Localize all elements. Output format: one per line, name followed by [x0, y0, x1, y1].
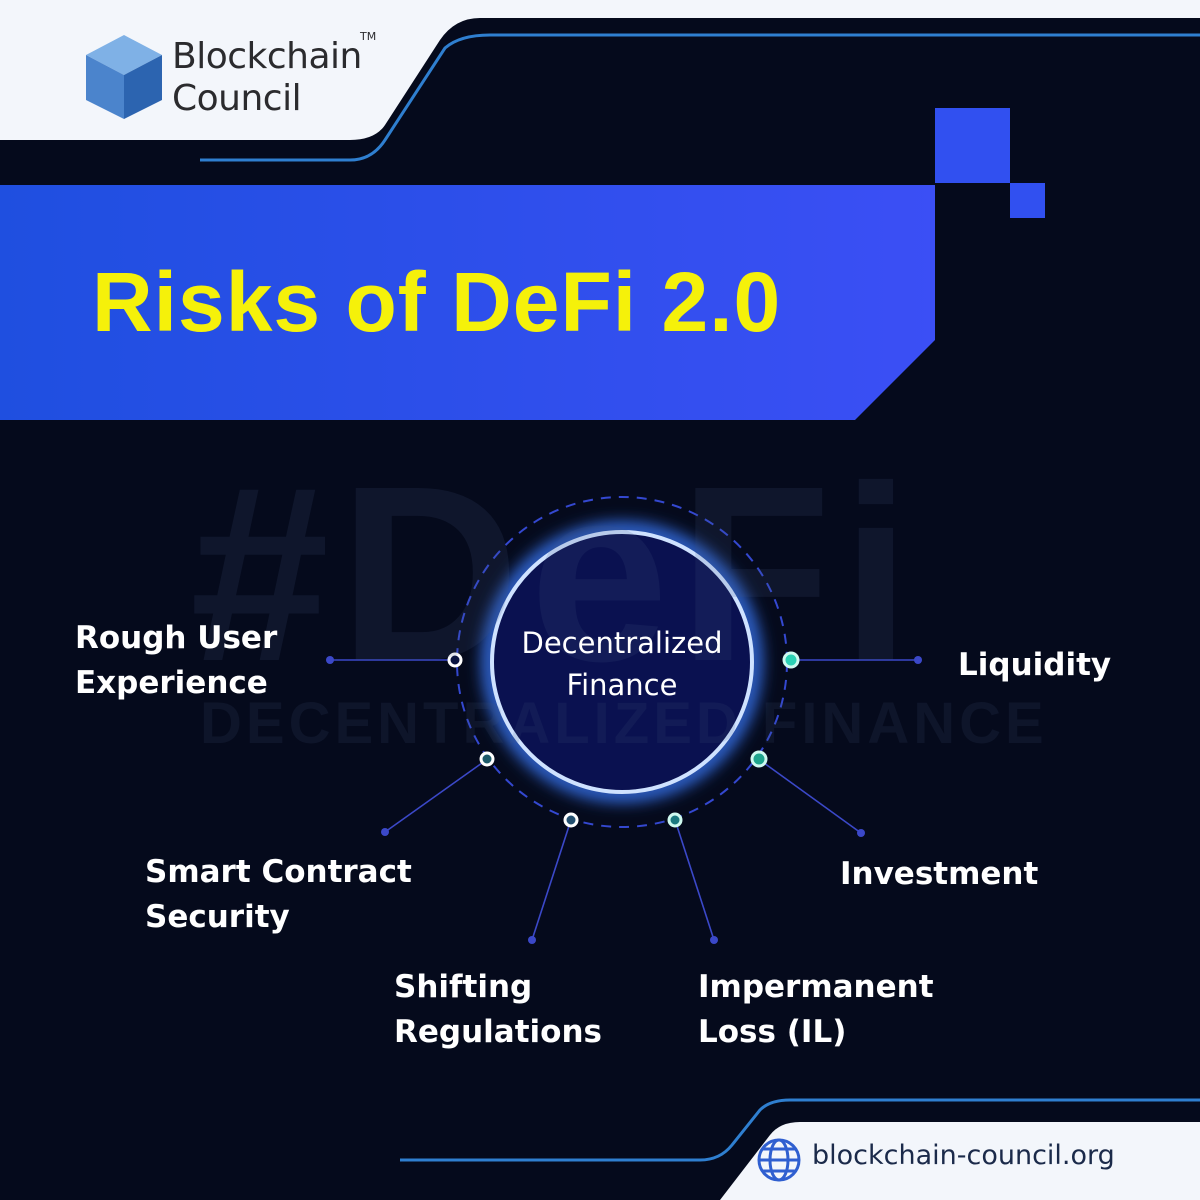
node — [447, 652, 463, 668]
connector-investment — [763, 762, 862, 834]
pixel-square-large — [935, 108, 1010, 183]
connector-smart-contract — [384, 762, 483, 833]
risk-investment: Investment — [840, 852, 1038, 897]
watermark-subtitle: DECENTRALIZED FINANCE — [200, 691, 1048, 756]
endpoint-dot — [710, 936, 718, 944]
footer-accent-line — [400, 1098, 1200, 1162]
header-accent-line — [200, 33, 1200, 162]
risk-line: Impermanent — [698, 969, 934, 1005]
watermark-hashtag: #DeFi — [190, 434, 921, 713]
endpoint-dot — [914, 656, 922, 664]
center-label: Decentralized Finance — [492, 622, 752, 706]
endpoint-dot — [326, 656, 334, 664]
endpoint-dot — [381, 828, 389, 836]
risk-line: Liquidity — [958, 647, 1112, 683]
node — [667, 812, 683, 828]
title-banner — [0, 185, 935, 420]
website-link[interactable]: blockchain-council.org — [812, 1140, 1115, 1171]
risk-liquidity: Liquidity — [958, 643, 1111, 688]
risk-line: Security — [145, 899, 290, 935]
risk-line: Investment — [840, 856, 1039, 892]
pixel-square-small — [1010, 183, 1045, 218]
trademark: TM — [360, 30, 377, 43]
logo-cube-icon — [86, 35, 162, 119]
footer-panel — [720, 1122, 1200, 1200]
risk-line: Shifting — [394, 969, 533, 1005]
connector-lines — [330, 659, 918, 941]
header-panel — [0, 0, 1200, 140]
center-line2: Finance — [566, 668, 678, 702]
brand-name: Blockchain Council — [172, 36, 362, 120]
endpoint-dot — [857, 829, 865, 837]
risk-line: Regulations — [394, 1014, 602, 1050]
page-title: Risks of DeFi 2.0 — [92, 255, 782, 349]
node — [782, 651, 800, 669]
node — [479, 751, 495, 767]
risk-line: Smart Contract — [145, 854, 412, 890]
center-line1: Decentralized — [521, 626, 723, 660]
risk-line: Rough User — [75, 620, 278, 656]
node — [563, 812, 579, 828]
node — [750, 750, 768, 768]
risk-line: Loss (IL) — [698, 1014, 847, 1050]
brand-line1: Blockchain — [172, 36, 362, 77]
endpoint-dot — [528, 936, 536, 944]
connector-impermanent-loss — [676, 825, 715, 941]
globe-icon — [757, 1138, 801, 1182]
connector-regulations — [531, 825, 570, 941]
risk-line: Experience — [75, 665, 268, 701]
center-circle — [490, 530, 754, 794]
brand-line2: Council — [172, 78, 302, 119]
